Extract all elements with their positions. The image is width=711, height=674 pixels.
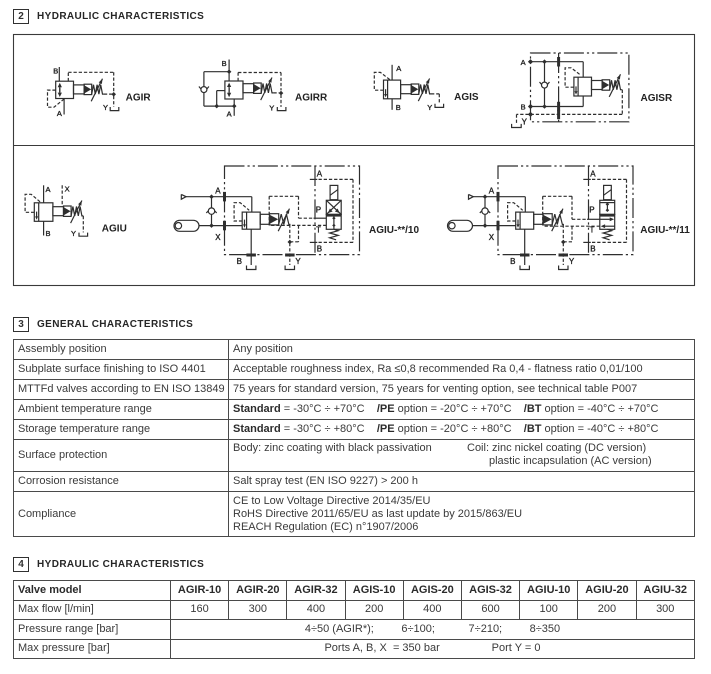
svg-text:AGIRR: AGIRR xyxy=(295,93,328,104)
svg-text:A: A xyxy=(317,170,323,179)
svg-text:B: B xyxy=(396,103,401,112)
svg-text:A: A xyxy=(227,110,232,119)
svg-text:A: A xyxy=(489,187,495,196)
svg-text:A: A xyxy=(521,58,526,67)
svg-text:X: X xyxy=(215,233,221,242)
svg-text:AGIS: AGIS xyxy=(454,92,479,103)
svg-text:Y: Y xyxy=(522,118,528,127)
svg-text:A: A xyxy=(396,64,401,73)
svg-text:AGIU-**/11: AGIU-**/11 xyxy=(640,225,690,236)
svg-text:AGIU: AGIU xyxy=(102,224,127,235)
svg-text:B: B xyxy=(237,257,242,266)
svg-text:P: P xyxy=(316,205,321,214)
svg-text:A: A xyxy=(57,109,62,118)
svg-text:A: A xyxy=(590,170,596,179)
svg-text:AGIU-**/10: AGIU-**/10 xyxy=(369,225,419,236)
svg-text:X: X xyxy=(65,185,70,194)
svg-text:Y: Y xyxy=(569,257,575,266)
svg-text:T: T xyxy=(316,225,321,234)
svg-text:Y: Y xyxy=(103,103,108,112)
svg-text:B: B xyxy=(510,257,515,266)
svg-text:B: B xyxy=(222,59,227,68)
svg-text:AGISR: AGISR xyxy=(641,93,673,104)
svg-text:A: A xyxy=(215,187,221,196)
svg-text:B: B xyxy=(317,245,322,254)
svg-text:AGIR: AGIR xyxy=(126,93,152,104)
svg-text:X: X xyxy=(489,233,495,242)
svg-text:B: B xyxy=(521,102,526,111)
svg-text:B: B xyxy=(590,245,595,254)
svg-text:Y: Y xyxy=(427,103,432,112)
svg-text:A: A xyxy=(46,185,51,194)
svg-text:P: P xyxy=(589,205,594,214)
svg-text:T: T xyxy=(590,225,595,234)
svg-text:B: B xyxy=(53,66,58,75)
svg-text:B: B xyxy=(46,229,51,238)
svg-text:Y: Y xyxy=(269,103,274,112)
svg-text:Y: Y xyxy=(71,229,76,238)
svg-text:Y: Y xyxy=(295,257,301,266)
